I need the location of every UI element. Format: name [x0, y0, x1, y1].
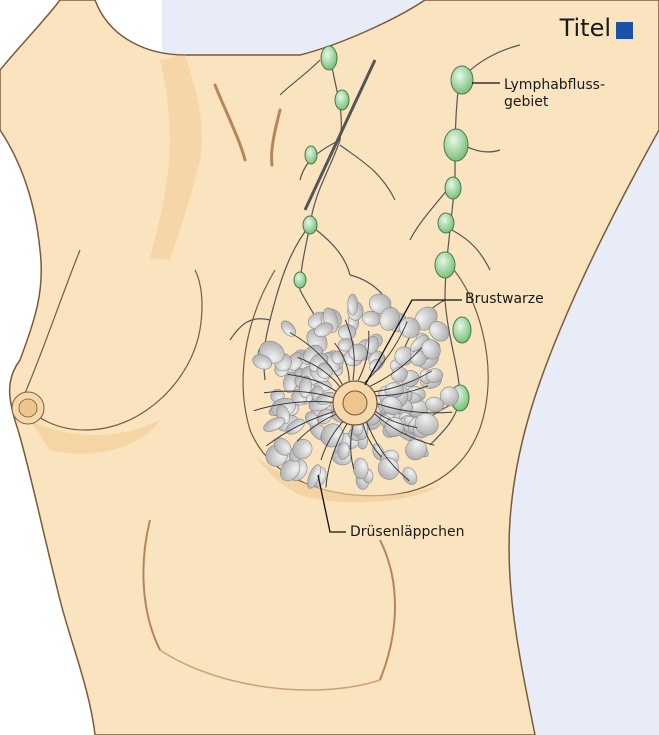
lymph-node [321, 46, 337, 70]
lymph-node [453, 317, 471, 343]
nipple-label: Brustwarze [465, 291, 544, 308]
lymph-label-line1: Lymphabfluss- [504, 77, 605, 94]
lymph-node [303, 216, 317, 234]
lymph-label-line2: gebiet [504, 94, 605, 111]
lymph-node [451, 66, 473, 94]
lymph-node [335, 90, 349, 110]
lymph-node [435, 252, 455, 278]
lymph-node [438, 213, 454, 233]
right-nipple-inner [343, 391, 367, 415]
lymph-node [294, 272, 306, 288]
lobules-label: Drüsenläppchen [350, 524, 465, 541]
lobule [348, 294, 358, 315]
lymph-node [305, 146, 317, 164]
left-nipple-inner [19, 399, 37, 417]
lymph-drainage-label: Lymphabfluss- gebiet [504, 77, 605, 111]
lymph-node [445, 177, 461, 199]
lymph-node [444, 129, 468, 161]
page-title: Titel [560, 14, 611, 42]
title-square-icon [616, 22, 633, 39]
